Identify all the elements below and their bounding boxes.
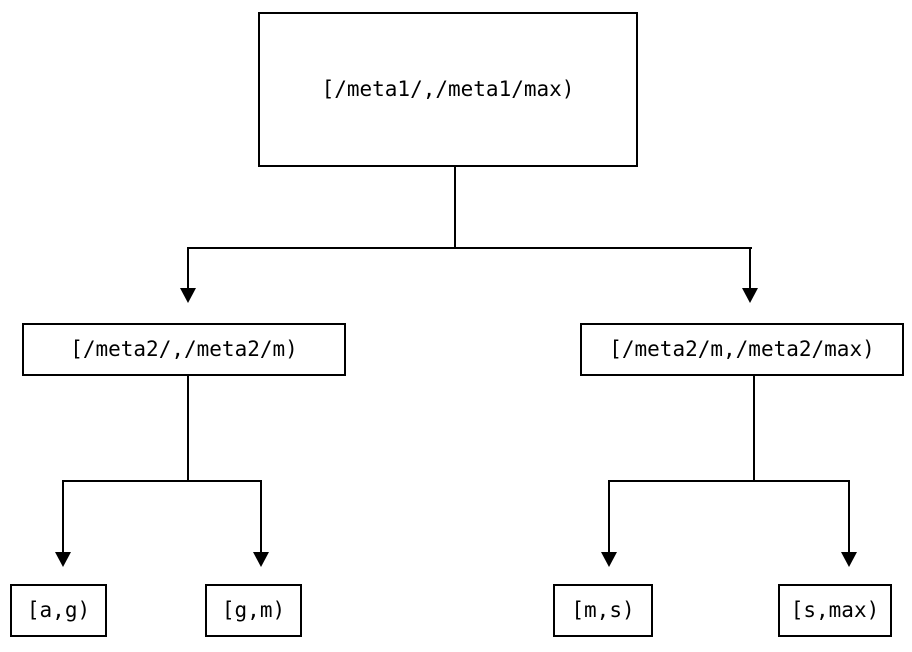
edge-mid-left-to-leaf-2-drop <box>260 480 262 554</box>
node-leaf-3: [m,s) <box>553 584 653 637</box>
edge-root-to-mid-left-drop <box>187 247 189 290</box>
arrowhead-mid-left-to-leaf-1 <box>55 552 71 567</box>
edge-mid-right-stem <box>753 376 755 482</box>
arrowhead-root-to-mid-left <box>180 288 196 303</box>
edge-mid-left-bar <box>62 480 262 482</box>
edge-mid-right-to-leaf-4-drop <box>848 480 850 554</box>
node-leaf-4-label: [s,max) <box>790 598 880 622</box>
edge-mid-left-stem <box>187 376 189 482</box>
node-leaf-2: [g,m) <box>205 584 302 637</box>
edge-mid-right-to-leaf-3-drop <box>608 480 610 554</box>
node-leaf-4: [s,max) <box>778 584 892 637</box>
edge-mid-right-bar <box>608 480 850 482</box>
node-leaf-3-label: [m,s) <box>571 598 635 622</box>
node-mid-right: [/meta2/m,/meta2/max) <box>580 323 904 376</box>
node-mid-left: [/meta2/,/meta2/m) <box>22 323 346 376</box>
arrowhead-mid-left-to-leaf-2 <box>253 552 269 567</box>
node-leaf-2-label: [g,m) <box>221 598 286 622</box>
arrowhead-mid-right-to-leaf-3 <box>601 552 617 567</box>
edge-mid-left-to-leaf-1-drop <box>62 480 64 554</box>
node-mid-right-label: [/meta2/m,/meta2/max) <box>609 337 875 361</box>
edge-root-bar <box>188 247 752 249</box>
arrowhead-mid-right-to-leaf-4 <box>841 552 857 567</box>
edge-root-stem <box>454 167 456 249</box>
arrowhead-root-to-mid-right <box>742 288 758 303</box>
node-mid-left-label: [/meta2/,/meta2/m) <box>70 337 298 361</box>
node-root-label: [/meta1/,/meta1/max) <box>321 77 575 101</box>
edge-root-to-mid-right-drop <box>749 247 751 290</box>
node-root: [/meta1/,/meta1/max) <box>258 12 638 167</box>
node-leaf-1-label: [a,g) <box>26 598 91 622</box>
node-leaf-1: [a,g) <box>10 584 107 637</box>
